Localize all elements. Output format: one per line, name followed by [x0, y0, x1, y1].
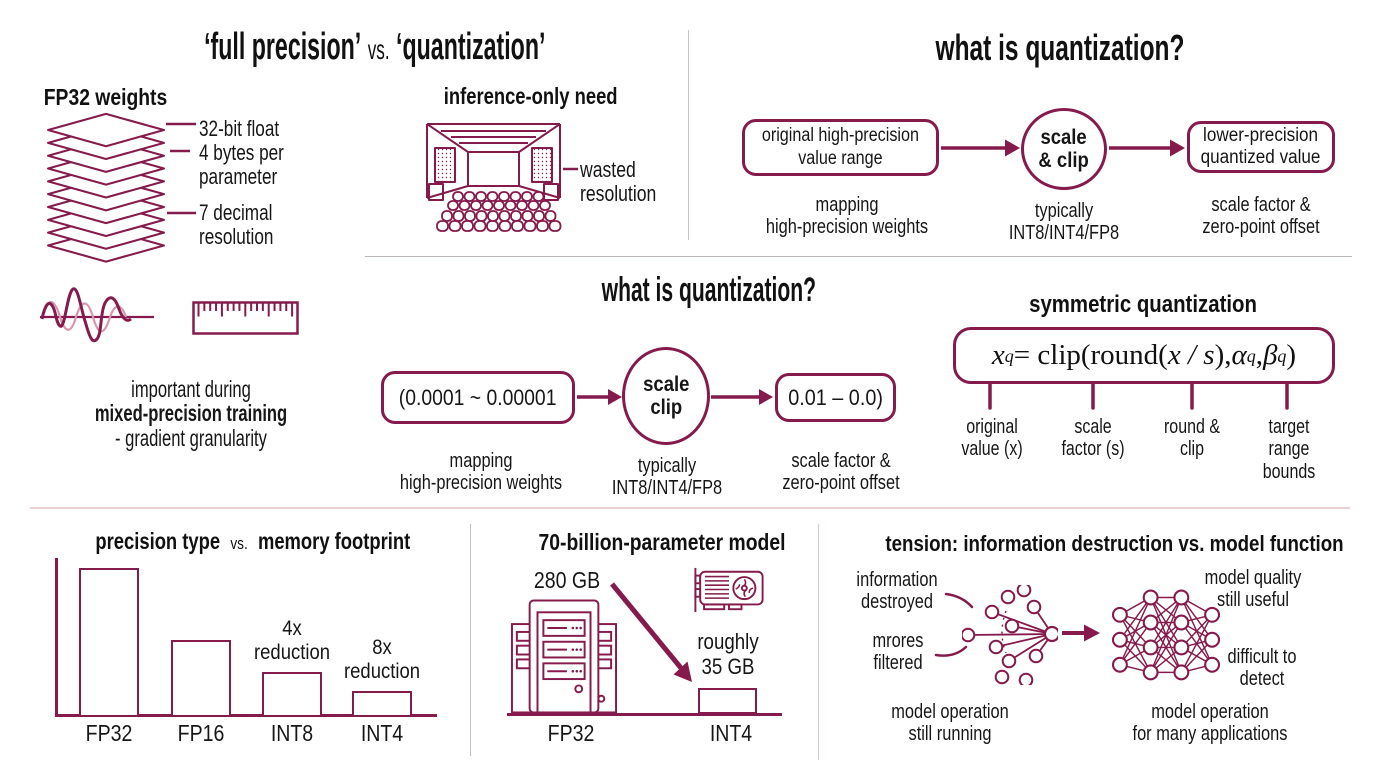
- formula-clip-round: = clip(round(: [1013, 339, 1168, 371]
- model-quality-label: model quality still useful: [1204, 567, 1302, 612]
- bar-int8: [262, 672, 322, 717]
- information-destroyed-label: information destroyed: [856, 569, 938, 614]
- model-size-baseline: [507, 713, 782, 716]
- curved-leader: [944, 592, 974, 609]
- title-memory-footprint: memory footprint: [258, 528, 411, 554]
- fan-in-network-icon: [962, 585, 1058, 685]
- formula-x: x: [991, 339, 1005, 371]
- caption-mapping-weights: mapping high-precision weights: [765, 194, 929, 239]
- mixed-precision-line-3: - gradient granularity: [115, 425, 267, 451]
- chart-x-axis: [55, 714, 437, 717]
- scale-clip-circle: scale & clip: [1021, 108, 1107, 190]
- size-35gb-label: roughly 35 GB: [697, 629, 759, 679]
- title-precision-type: precision type: [95, 528, 221, 554]
- caption-typically-int8-mid: typically INT8/INT4/FP8: [611, 455, 723, 500]
- fp32-model-label: FP32: [547, 720, 595, 746]
- ruler-icon: [192, 301, 299, 335]
- arrowhead: [608, 389, 622, 405]
- formula-label-round: round & clip: [1163, 416, 1221, 461]
- bar-int4: [352, 691, 412, 717]
- main-title-b: ‘quantization’: [396, 26, 546, 68]
- compression-arrow-line: [610, 582, 683, 670]
- int4-size-bar: [698, 688, 757, 714]
- caption-mapping-weights-mid: mapping high-precision weights: [399, 450, 563, 495]
- fp32-weights-heading: FP32 weights: [43, 84, 167, 110]
- formula-arg: x / s: [1167, 339, 1215, 371]
- value-range-box: (0.0001 ~ 0.00001: [381, 371, 575, 424]
- formula-close2: ): [1286, 339, 1297, 371]
- divider-bottom-right-vertical: [818, 524, 819, 760]
- formula-comma: ,: [1255, 339, 1263, 371]
- mixed-precision-line-1: important during: [131, 376, 251, 402]
- divider-lower-horizontal: [30, 507, 1350, 509]
- formula-close1: ),: [1214, 339, 1232, 371]
- source-range-box: original high-precision value range: [742, 119, 939, 176]
- divider-top-vertical: [688, 30, 689, 240]
- bar-fp16: [171, 640, 231, 717]
- theater-icon: [426, 123, 562, 232]
- title-vs: vs.: [230, 534, 248, 553]
- layer-stack-icon: [47, 112, 165, 263]
- server-rack-icon: [510, 599, 618, 714]
- size-280gb-label: 280 GB: [533, 567, 601, 593]
- waveform-icon: [40, 287, 154, 343]
- stack-annotation-3: 7 decimal resolution: [199, 200, 274, 249]
- what-is-quantization-title-mid: what is quantization?: [601, 271, 816, 309]
- quantized-range-box: 0.01 – 0.0): [775, 373, 896, 422]
- divider-bottom-left-vertical: [470, 524, 471, 756]
- inference-only-heading: inference-only need: [443, 83, 618, 109]
- divider-middle-horizontal: [365, 256, 1352, 257]
- stack-annotation-1: 32-bit float: [199, 116, 280, 141]
- main-title-vs: vs.: [367, 34, 390, 65]
- difficult-detect-label: difficult to detect: [1227, 646, 1297, 691]
- formula-label-target: target range bounds: [1262, 416, 1316, 483]
- bar-fp32: [79, 568, 139, 717]
- chart-y-axis: [55, 558, 58, 717]
- caption-typically-int8: typically INT8/INT4/FP8: [1008, 200, 1120, 245]
- arrowhead: [1005, 139, 1020, 157]
- formula-alpha: α: [1231, 339, 1247, 371]
- bar-label-int4: INT4: [360, 720, 404, 746]
- main-title: ‘full precision’ vs. ‘quantization’: [95, 26, 595, 69]
- model-size-title: 70-billion-parameter model: [538, 529, 786, 555]
- curved-leader: [934, 645, 968, 657]
- what-is-quantization-title-top: what is quantization?: [935, 27, 1185, 68]
- mixed-precision-line-2: mixed-precision training: [94, 400, 288, 426]
- more-filtered-label: mrores filtered: [872, 630, 924, 675]
- main-title-a: ‘full precision’: [204, 26, 362, 68]
- memory-footprint-title: precision type vs. memory footprint: [53, 528, 453, 555]
- arrowhead: [759, 389, 773, 405]
- gpu-card-icon: [694, 567, 764, 613]
- bar-annotation-int8: 4x reduction: [253, 617, 331, 664]
- operation-running-label: model operation still running: [891, 701, 1009, 746]
- stack-annotation-2: 4 bytes per parameter: [199, 140, 284, 189]
- caption-scale-factor-mid: scale factor & zero-point offset: [782, 450, 900, 495]
- arrowhead: [1170, 139, 1185, 157]
- bar-label-int8: INT8: [270, 720, 314, 746]
- arrowhead: [673, 661, 692, 682]
- operation-applications-label: model operation for many applications: [1132, 701, 1288, 746]
- scale-clip-circle-mid: scale clip: [622, 347, 710, 445]
- arrowhead: [1084, 624, 1100, 642]
- dense-network-icon: [1111, 589, 1221, 681]
- formula-label-scale: scale factor (s): [1061, 416, 1125, 461]
- bar-annotation-int4: 8x reduction: [343, 636, 421, 683]
- int4-model-label: INT4: [709, 720, 753, 746]
- wasted-resolution-label: wasted resolution: [580, 157, 657, 206]
- formula-label-original: original value (x): [961, 416, 1023, 461]
- caption-scale-factor: scale factor & zero-point offset: [1202, 194, 1320, 239]
- bar-label-fp16: FP16: [177, 720, 225, 746]
- bar-label-fp32: FP32: [85, 720, 133, 746]
- symmetric-quantization-title: symmetric quantization: [1029, 291, 1257, 318]
- quantized-value-box: lower-precision quantized value: [1187, 121, 1335, 173]
- tension-title: tension: information destruction vs. mod…: [885, 531, 1344, 556]
- formula-beta: β: [1262, 339, 1278, 371]
